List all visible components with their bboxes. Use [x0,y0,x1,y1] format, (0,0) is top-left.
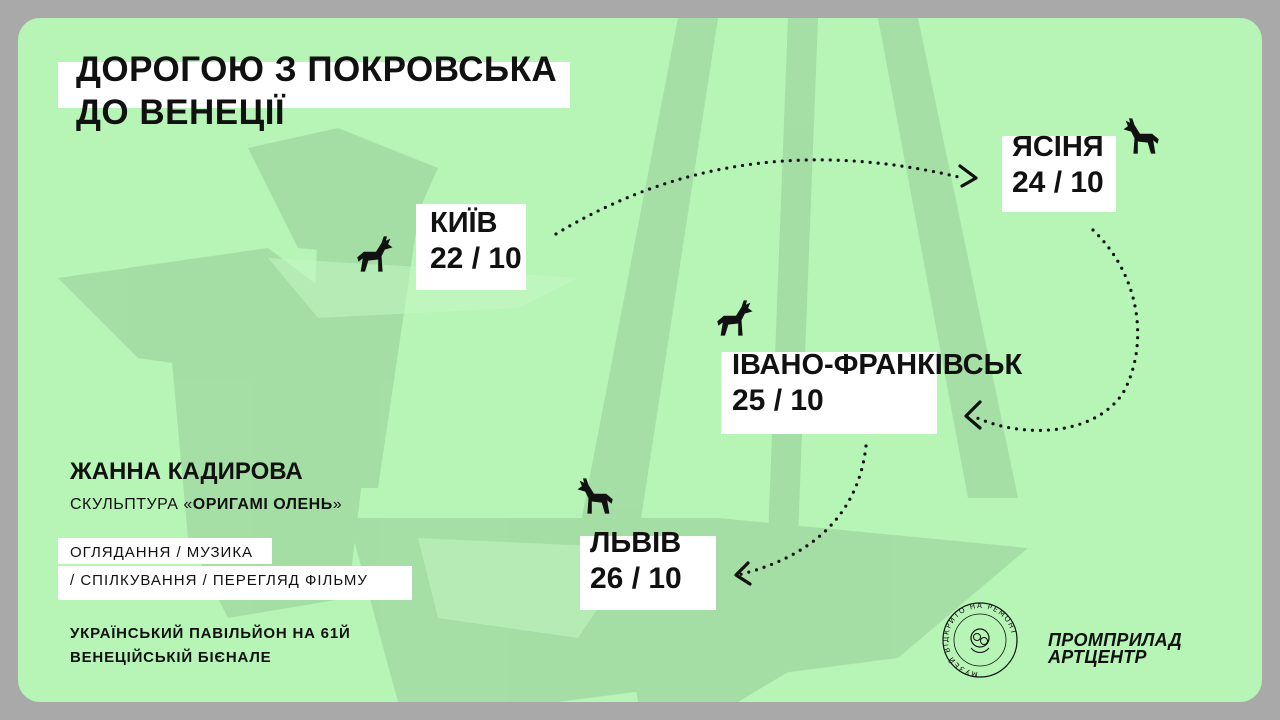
stop-kyiv: КИЇВ 22 / 10 [430,206,522,278]
stop-ivano-bg [721,352,937,434]
deer-icon [357,236,393,272]
seal-text: МУЗЕЙ ВІДКРИТО НА РЕМОНТ [941,601,1017,679]
logo-line-1: ПРОМПРИЛАД [1048,630,1182,650]
activities-bg-1 [58,538,272,564]
title-line-2: ДО ВЕНЕЦІЇ [76,93,286,132]
artcentre-logo: ПРОМПРИЛАД АРТЦЕНТР [1048,630,1182,667]
sculpture-name: ОРИГАМІ ОЛЕНЬ [192,496,333,513]
title-bg [58,62,570,108]
seal-logo-icon: МУЗЕЙ ВІДКРИТО НА РЕМОНТ [941,601,1019,679]
activities-bg-2 [58,566,412,600]
route-kyiv-yasinia [554,158,965,236]
poster-card: ДОРОГОЮ З ПОКРОВСЬКА ДО ВЕНЕЦІЇ КИЇВ 22 … [18,18,1262,702]
stop-city-name: ЛЬВІВ [590,527,682,559]
stop-yasinia: ЯСІНЯ 24 / 10 [1012,130,1104,202]
logo-line-2: АРТЦЕНТР [1048,647,1147,667]
stop-lviv-bg [580,536,716,610]
stop-city-name: ІВАНО-ФРАНКІВСЬК [732,349,1023,381]
svg-text:МУЗЕЙ ВІДКРИТО НА РЕМОНТ: МУЗЕЙ ВІДКРИТО НА РЕМОНТ [941,601,1019,679]
sculpture-suffix: » [332,496,343,513]
stop-date: 26 / 10 [590,562,682,595]
stop-yasinia-bg [1002,136,1116,212]
stop-city-name: ЯСІНЯ [1012,131,1104,163]
stop-lviv: ЛЬВІВ 26 / 10 [590,526,682,598]
artist-name: ЖАННА КАДИРОВА [70,458,303,485]
pavilion-line-2: ВЕНЕЦІЙСЬКІЙ БІЄНАЛЕ [70,649,272,666]
title-line-1: ДОРОГОЮ З ПОКРОВСЬКА [76,50,558,89]
pavilion-line-1: УКРАЇНСЬКИЙ ПАВІЛЬЙОН НА 61Й [70,625,351,642]
stop-date: 24 / 10 [1012,166,1104,199]
deer-icon [717,300,753,336]
route-ivano-lviv [736,444,868,577]
sculpture-line: СКУЛЬПТУРА «ОРИГАМІ ОЛЕНЬ» [70,496,342,514]
stop-city-name: КИЇВ [430,207,498,239]
deer-icon [1123,118,1159,154]
arrowhead-yasinia [958,164,978,188]
activities-line-2: / СПІЛКУВАННЯ / ПЕРЕГЛЯД ФІЛЬМУ [70,572,368,589]
stop-kyiv-bg [416,204,526,290]
stop-date: 25 / 10 [732,384,824,417]
sculpture-prefix: СКУЛЬПТУРА « [70,496,193,513]
stop-date: 22 / 10 [430,242,522,275]
activities-line-1: ОГЛЯДАННЯ / МУЗИКА [70,544,254,561]
arrowhead-ivano [964,400,982,430]
deer-icon [577,478,613,514]
stop-ivano-frankivsk: ІВАНО-ФРАНКІВСЬК 25 / 10 [732,348,1022,420]
arrowhead-lviv [734,561,752,586]
